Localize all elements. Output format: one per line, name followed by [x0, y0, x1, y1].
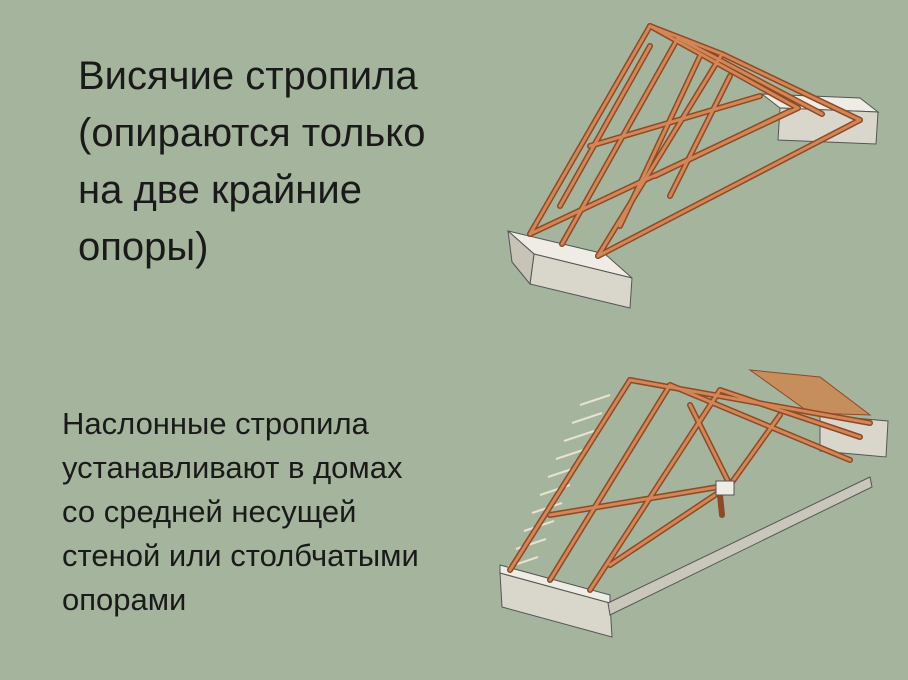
bearing-beam: [607, 476, 873, 616]
caption-line: Наслонные стропила: [62, 406, 369, 441]
roof-tiles: [748, 369, 872, 416]
caption-line: на две крайние: [78, 168, 362, 212]
roof-battens: [507, 394, 611, 568]
masonry-wall-left: [507, 229, 633, 309]
caption-line: со средней несущей: [62, 494, 357, 529]
caption-line: устанавливают в домах: [62, 450, 403, 485]
hanging-rafter-truss-illustration: [507, 23, 880, 309]
layered-rafters-caption: Наслонные стропила устанавливают в домах…: [62, 402, 492, 622]
post-support-block: [715, 480, 735, 496]
caption-line: (опираются только: [78, 111, 426, 155]
caption-line: Висячие стропила: [78, 54, 418, 98]
layered-rafter-roof-illustration: [499, 369, 889, 638]
caption-line: опоры): [78, 225, 209, 269]
caption-line: опорами: [62, 582, 187, 617]
caption-line: стеной или столбчатыми: [62, 538, 419, 573]
hanging-rafters-caption: Висячие стропила (опираются только на дв…: [78, 48, 518, 276]
